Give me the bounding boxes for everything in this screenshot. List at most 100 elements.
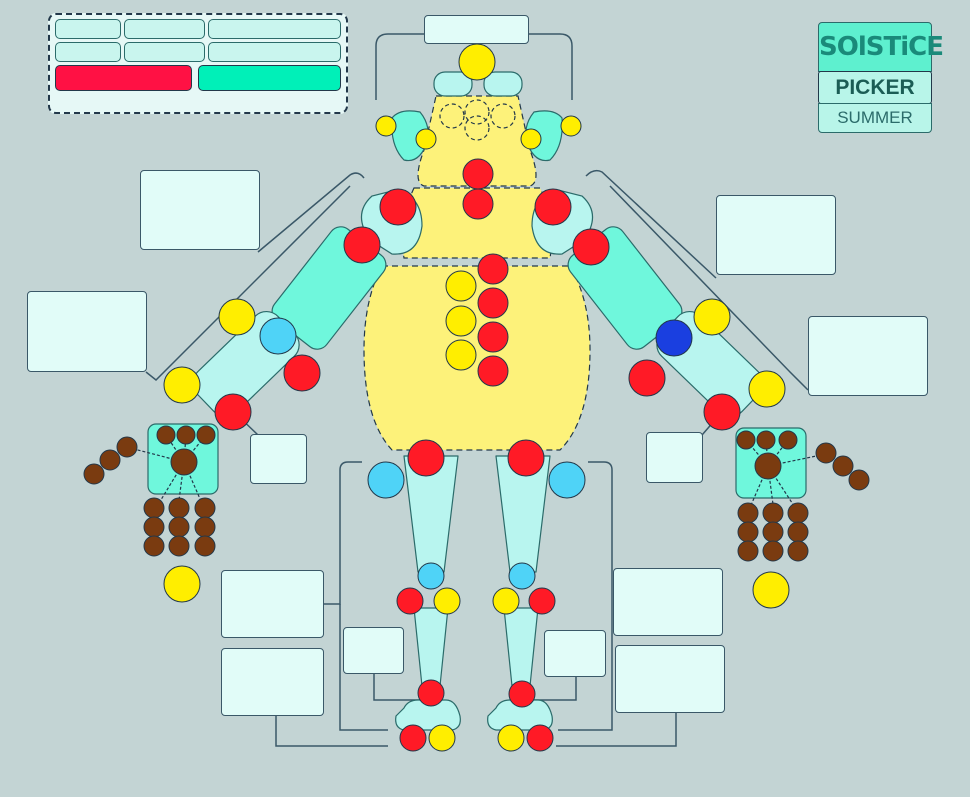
joint-point-hand-right-center[interactable] [754,452,782,480]
joint-point-thumb-right-1[interactable] [815,442,837,464]
field-thigh-right[interactable] [613,568,723,636]
joint-point-finger-right-a2[interactable] [737,521,759,543]
joint-point-abdomen-side-3[interactable] [445,339,477,371]
joint-point-knee-right-inner[interactable] [492,587,520,615]
joint-point-thumb-right-3[interactable] [848,469,870,491]
shin-right-zone[interactable] [503,607,539,687]
legend-green-button[interactable] [198,65,341,91]
joint-point-finger-right-b2[interactable] [762,521,784,543]
field-thigh-left[interactable] [221,570,324,638]
field-upper-arm-left[interactable] [140,170,260,250]
joint-point-abdomen-1[interactable] [477,253,509,285]
joint-point-finger-right-a3[interactable] [737,540,759,562]
joint-point-hand-left-center[interactable] [170,448,198,476]
joint-point-elbow-right-outer[interactable] [693,298,731,336]
joint-point-finger-left-b3[interactable] [168,535,190,557]
joint-point-shoulder-left[interactable] [379,188,417,226]
legend-cell[interactable] [124,19,205,39]
joint-point-abdomen-4[interactable] [477,355,509,387]
joint-point-finger-right-a1[interactable] [737,502,759,524]
legend-cell[interactable] [55,42,121,62]
joint-point-finger-right-top-1[interactable] [736,430,756,450]
joint-point-palm-left-marker[interactable] [163,565,201,603]
field-forearm-right[interactable] [808,316,928,396]
field-foot-right[interactable] [615,645,725,713]
shin-left-zone[interactable] [413,607,449,687]
joint-point-ear-left-bottom[interactable] [415,128,437,150]
field-foot-left[interactable] [221,648,324,716]
joint-point-elbow-right-inner[interactable] [655,319,693,357]
joint-point-finger-left-top-1[interactable] [156,425,176,445]
foot-right-zone[interactable] [487,699,553,731]
joint-point-hip-right[interactable] [507,439,545,477]
field-wrist-right[interactable] [646,432,703,483]
joint-point-finger-left-top-2[interactable] [176,425,196,445]
joint-point-wrist-right[interactable] [703,393,741,431]
joint-point-forearm-right-outer[interactable] [748,370,786,408]
joint-point-finger-left-c1[interactable] [194,497,216,519]
joint-point-abdomen-side-2[interactable] [445,305,477,337]
field-head-top[interactable] [424,15,529,44]
head-zone[interactable] [391,71,563,187]
field-wrist-left[interactable] [250,434,307,484]
joint-point-hip-left-outer[interactable] [367,461,405,499]
joint-point-shoulder-right[interactable] [534,188,572,226]
joint-point-forearm-right-inner[interactable] [628,359,666,397]
joint-point-thumb-left-1[interactable] [116,436,138,458]
joint-point-abdomen-3[interactable] [477,321,509,353]
joint-point-forearm-left-inner[interactable] [283,354,321,392]
joint-point-forearm-left-outer[interactable] [163,366,201,404]
field-upper-arm-right[interactable] [716,195,836,275]
joint-point-wrist-left[interactable] [214,393,252,431]
joint-point-ear-left-top[interactable] [375,115,397,137]
joint-point-elbow-left-inner[interactable] [259,317,297,355]
joint-point-finger-right-b3[interactable] [762,540,784,562]
joint-point-knee-right-outer[interactable] [528,587,556,615]
joint-point-finger-left-c2[interactable] [194,516,216,538]
joint-point-finger-left-a3[interactable] [143,535,165,557]
joint-point-finger-left-a2[interactable] [143,516,165,538]
joint-point-foot-left-inner[interactable] [399,724,427,752]
legend-cell[interactable] [55,19,121,39]
joint-point-foot-left-outer[interactable] [428,724,456,752]
joint-point-finger-right-c3[interactable] [787,540,809,562]
joint-point-knee-left-inner[interactable] [396,587,424,615]
joint-point-ankle-right[interactable] [508,680,536,708]
legend-cell[interactable] [124,42,205,62]
joint-point-finger-right-c2[interactable] [787,521,809,543]
joint-point-upper-arm-left-top[interactable] [343,226,381,264]
joint-point-elbow-left-outer[interactable] [218,298,256,336]
joint-point-thumb-right-2[interactable] [832,455,854,477]
joint-point-finger-right-c1[interactable] [787,502,809,524]
joint-point-finger-left-b1[interactable] [168,497,190,519]
joint-point-knee-left[interactable] [417,562,445,590]
joint-point-abdomen-2[interactable] [477,287,509,319]
field-forearm-left[interactable] [27,291,147,372]
abdomen-zone[interactable] [363,265,591,451]
joint-point-thumb-left-2[interactable] [99,449,121,471]
field-knee-right[interactable] [544,630,606,677]
joint-point-foot-right-inner[interactable] [497,724,525,752]
legend-red-button[interactable] [55,65,192,91]
joint-point-hip-left[interactable] [407,439,445,477]
joint-point-finger-left-c3[interactable] [194,535,216,557]
joint-point-finger-left-b2[interactable] [168,516,190,538]
joint-point-knee-right[interactable] [508,562,536,590]
joint-point-finger-right-top-3[interactable] [778,430,798,450]
joint-point-chest-center[interactable] [462,188,494,220]
joint-point-ear-right-bottom[interactable] [520,128,542,150]
foot-left-zone[interactable] [395,699,461,731]
joint-point-abdomen-side-1[interactable] [445,270,477,302]
joint-point-finger-right-top-2[interactable] [756,430,776,450]
joint-point-thumb-left-3[interactable] [83,463,105,485]
legend-cell[interactable] [208,42,341,62]
joint-point-palm-right-marker[interactable] [752,571,790,609]
joint-point-finger-left-a1[interactable] [143,497,165,519]
legend-cell[interactable] [208,19,341,39]
joint-point-knee-left-outer[interactable] [433,587,461,615]
joint-point-neck[interactable] [462,158,494,190]
joint-point-upper-arm-right-top[interactable] [572,228,610,266]
joint-point-ear-right-top[interactable] [560,115,582,137]
joint-point-finger-left-top-3[interactable] [196,425,216,445]
joint-point-head-top[interactable] [458,43,496,81]
